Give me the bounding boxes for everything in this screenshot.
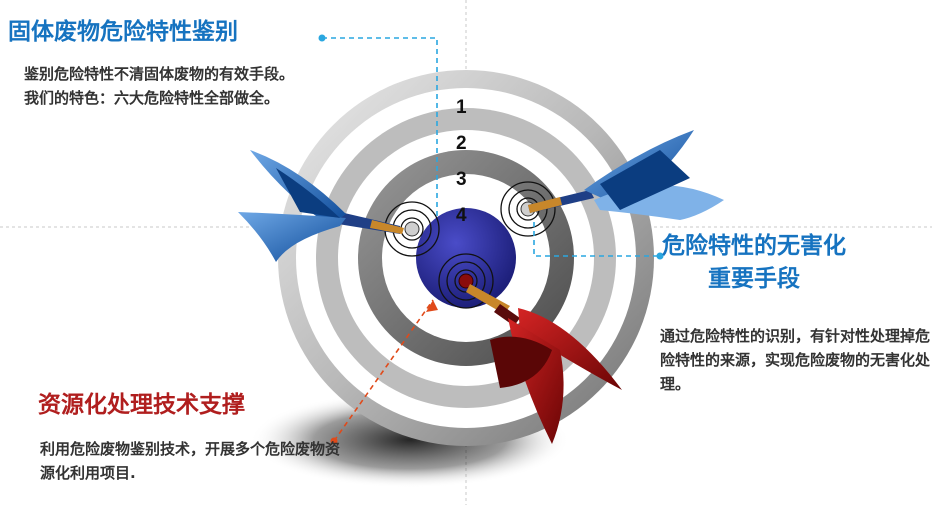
ring-label-2: 2 <box>456 133 467 154</box>
text-identification: 鉴别危险特性不清固体废物的有效手段。 我们的特色：六大危险特性全部做全。 <box>24 62 344 110</box>
blue-dart-right-icon <box>528 130 724 220</box>
ring-label-4: 4 <box>456 205 467 226</box>
ring-label-1: 1 <box>456 97 467 118</box>
title-harmless-line-1: 危险特性的无害化 <box>662 233 846 259</box>
connector-right <box>533 222 660 257</box>
connector-top-left <box>322 37 438 218</box>
text-harmless-treatment: 通过危险特性的识别，有针对性处理掉危险特性的来源，实现危险废物的无害化处理。 <box>660 327 931 393</box>
title-harmless-treatment: 危险特性的无害化 重要手段 <box>662 230 846 297</box>
title-identification: 固体废物危险特性鉴别 <box>8 19 238 45</box>
impact-point-center <box>458 273 474 289</box>
connector-dot-bottom-left <box>330 437 338 445</box>
title-resource-utilization: 资源化处理技术支撑 <box>38 392 245 418</box>
connector-dot-right <box>656 252 664 260</box>
text-identification-line-1: 鉴别危险特性不清固体废物的有效手段。 <box>24 65 295 83</box>
ring-label-3: 3 <box>456 169 467 190</box>
bullseye <box>416 208 516 308</box>
red-dart-icon <box>466 284 622 444</box>
blue-dart-left-icon <box>238 150 404 262</box>
text-resource-utilization: 利用危险废物鉴别技术，开展多个危险废物资源化利用项目. <box>40 440 341 482</box>
text-identification-line-2: 我们的特色：六大危险特性全部做全。 <box>24 89 280 107</box>
connector-arrowhead <box>426 300 438 312</box>
title-harmless-line-2: 重要手段 <box>708 266 800 293</box>
impact-point-left <box>404 221 420 237</box>
connector-bottom-left <box>333 299 434 442</box>
connector-dot-top-left <box>318 34 326 42</box>
impact-ripples-center <box>438 253 494 309</box>
